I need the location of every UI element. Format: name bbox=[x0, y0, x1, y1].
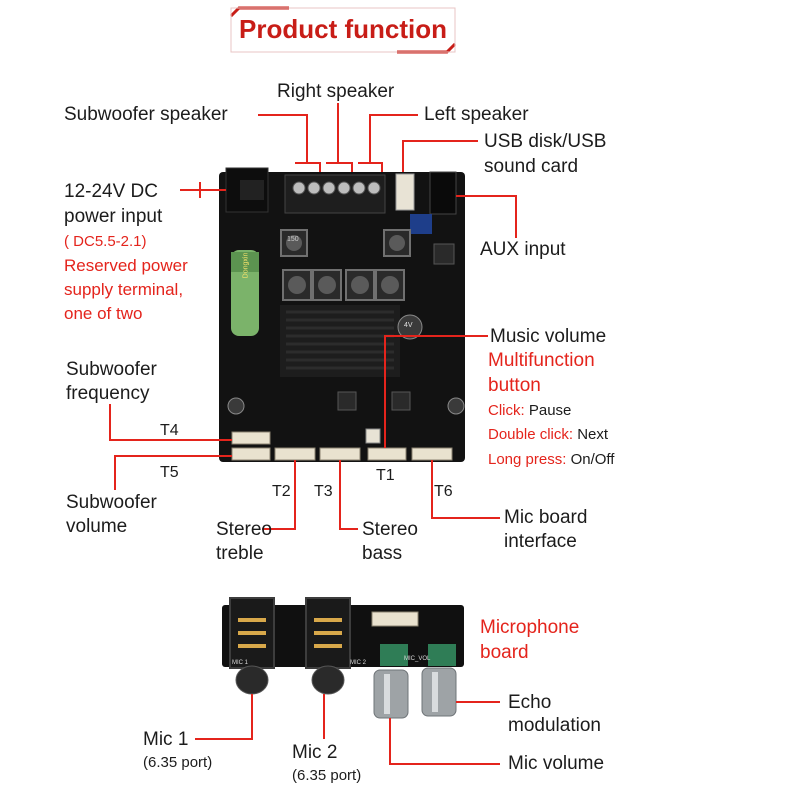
label-long-key: Long press: bbox=[488, 451, 567, 468]
silk-mic-vol: MIC_VOL bbox=[404, 656, 431, 662]
pot-echo-base bbox=[428, 644, 456, 666]
silk-elec-cap: 4V bbox=[404, 322, 413, 329]
label-sub-freq-2: frequency bbox=[66, 383, 150, 404]
knob-echo bbox=[421, 667, 457, 717]
speaker-terminal-block bbox=[284, 174, 386, 214]
label-long-val: On/Off bbox=[570, 451, 615, 468]
label-sub-freq-1: Subwoofer bbox=[66, 359, 157, 380]
label-click-key: Click: bbox=[488, 402, 525, 419]
label-echo-1: Echo bbox=[508, 692, 552, 713]
inductors bbox=[280, 229, 411, 301]
connector-t4 bbox=[231, 431, 271, 445]
leader-lines-red bbox=[109, 103, 517, 530]
label-multifunction-2: button bbox=[488, 375, 541, 396]
label-aux-input: AUX input bbox=[480, 239, 566, 260]
label-mic1: Mic 1 bbox=[143, 729, 189, 750]
port-t4: T4 bbox=[160, 422, 179, 439]
aux-jack bbox=[429, 171, 457, 215]
label-stereo-bass-2: bass bbox=[362, 543, 403, 564]
pot-connectors bbox=[231, 431, 453, 461]
bluetooth-module bbox=[410, 214, 432, 234]
label-stereo-treble-2: treble bbox=[216, 543, 264, 564]
label-multifunction-1: Multifunction bbox=[488, 350, 595, 371]
label-right-speaker: Right speaker bbox=[277, 81, 395, 102]
label-mic-volume: Mic volume bbox=[508, 753, 605, 774]
port-t3: T3 bbox=[314, 483, 333, 500]
label-mic-board-if-1: Mic board bbox=[504, 507, 588, 528]
label-microphone-2: board bbox=[480, 642, 529, 663]
label-mic2-port: (6.35 port) bbox=[292, 767, 362, 784]
label-double-click: Double click: Next bbox=[488, 425, 608, 445]
label-left-speaker: Left speaker bbox=[424, 104, 529, 125]
connector-t1 bbox=[367, 447, 407, 461]
jack-pins bbox=[238, 618, 342, 648]
label-power-note-2: Reserved power bbox=[64, 256, 188, 275]
mic-jacks bbox=[229, 597, 351, 669]
label-stereo-bass-1: Stereo bbox=[362, 519, 418, 540]
connector-t5 bbox=[231, 447, 271, 461]
silk-mic1: MIC 1 bbox=[232, 660, 249, 666]
knobs bbox=[373, 667, 457, 719]
chip-3 bbox=[391, 391, 411, 411]
header-banner: Product function bbox=[229, 6, 457, 54]
mic-board-connector bbox=[371, 611, 419, 627]
electrolytic-caps bbox=[227, 314, 465, 415]
jack-barrels bbox=[235, 665, 345, 695]
terminal-screws bbox=[292, 181, 381, 195]
silk-cap-brand: Dongxin bbox=[242, 252, 250, 279]
label-microphone-1: Microphone bbox=[480, 617, 580, 638]
connector-t3 bbox=[319, 447, 361, 461]
page-title: Product function bbox=[239, 14, 447, 44]
label-power-2: power input bbox=[64, 206, 163, 227]
label-usb-1: USB disk/USB bbox=[484, 131, 607, 152]
port-t6: T6 bbox=[434, 483, 453, 500]
label-mic-board-if-2: interface bbox=[504, 531, 577, 552]
label-music-volume: Music volume bbox=[490, 326, 607, 347]
label-stereo-treble-1: Stereo bbox=[216, 519, 272, 540]
label-power-note-3: supply terminal, bbox=[64, 280, 184, 299]
port-t5: T5 bbox=[160, 464, 179, 481]
label-long-press: Long press: On/Off bbox=[488, 450, 614, 470]
port-t2: T2 bbox=[272, 483, 291, 500]
chip-dsp bbox=[433, 243, 455, 265]
label-click-val: Pause bbox=[528, 402, 572, 419]
header-frame bbox=[229, 6, 457, 54]
connector-t6 bbox=[411, 447, 453, 461]
leader-lines-mic bbox=[195, 694, 500, 765]
label-mic2: Mic 2 bbox=[292, 742, 338, 763]
label-subwoofer-speaker: Subwoofer speaker bbox=[64, 104, 228, 125]
label-usb-2: sound card bbox=[484, 156, 579, 177]
label-double-val: Next bbox=[577, 426, 609, 443]
pot-mic-volume-base bbox=[380, 644, 408, 666]
label-sub-vol-2: volume bbox=[66, 516, 128, 537]
label-double-key: Double click: bbox=[488, 426, 574, 443]
knob-mic-volume bbox=[373, 669, 409, 719]
heatsink bbox=[280, 305, 400, 377]
label-sub-vol-1: Subwoofer bbox=[66, 492, 157, 513]
label-echo-2: modulation bbox=[508, 715, 601, 736]
connector-t2 bbox=[274, 447, 316, 461]
silk-mic2: MIC 2 bbox=[350, 660, 367, 666]
label-mic1-port: (6.35 port) bbox=[143, 754, 213, 771]
silk-inductor: 150 bbox=[287, 236, 299, 243]
chip-2 bbox=[337, 391, 357, 411]
label-power-note-1: ( DC5.5-2.1) bbox=[64, 233, 147, 250]
usb-port bbox=[395, 173, 415, 211]
label-power-1: 12-24V DC bbox=[64, 181, 158, 202]
heatsink-fins bbox=[286, 310, 394, 370]
port-t1: T1 bbox=[376, 467, 395, 484]
label-click: Click: Pause bbox=[488, 401, 571, 421]
label-power-note-4: one of two bbox=[64, 304, 143, 323]
inductor-cores bbox=[286, 235, 405, 294]
multifunction-button bbox=[365, 428, 381, 444]
